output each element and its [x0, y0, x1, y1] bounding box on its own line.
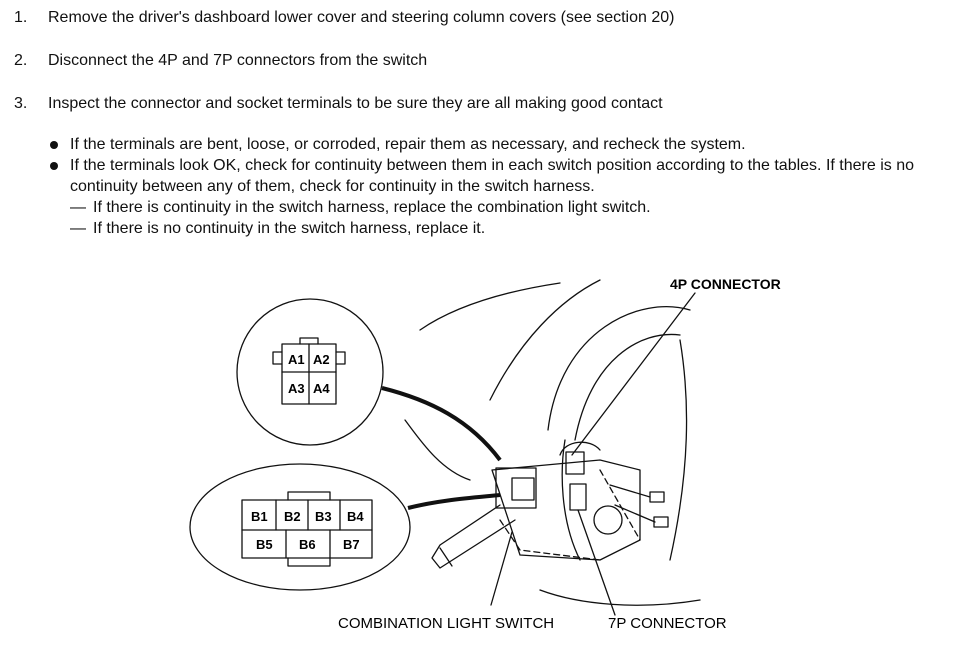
bullet-dot-icon: [50, 141, 58, 149]
dashboard-outline: [404, 419, 471, 481]
switch-lever: [439, 547, 453, 567]
label-4p-connector: 4P CONNECTOR: [670, 276, 781, 292]
step-number: 2.: [14, 52, 28, 69]
sub-bullet-text: If there is continuity in the switch har…: [93, 199, 651, 216]
leader-line-switch: [490, 531, 513, 606]
dashboard-outline: [539, 589, 701, 606]
pin-label: B2: [284, 509, 301, 524]
pin-label: B7: [343, 537, 360, 552]
pin-label: B5: [256, 537, 273, 552]
pin-label: B1: [251, 509, 268, 524]
connector-7p-body: [569, 483, 587, 511]
pin-label: A3: [288, 381, 305, 396]
step-number: 1.: [14, 9, 28, 26]
magnifier-7p: [189, 463, 411, 591]
pin-label: A2: [313, 352, 330, 367]
steering-wheel: [574, 333, 681, 441]
callout-wire-7p: [407, 493, 501, 510]
bullet-dot-icon: [50, 162, 58, 170]
switch-body: [495, 467, 537, 509]
dash-icon: —: [70, 199, 86, 216]
switch-body: [511, 477, 535, 501]
column-hub: [593, 505, 623, 535]
step-text: Remove the driver's dashboard lower cove…: [48, 9, 675, 26]
cover-dashed: [599, 469, 641, 541]
cover-dashed: [499, 519, 601, 561]
step-text: Inspect the connector and socket termina…: [48, 95, 663, 112]
label-7p-connector: 7P CONNECTOR: [608, 615, 727, 632]
dashboard-outline: [419, 282, 561, 331]
connector-7p-face: [241, 499, 373, 559]
inspection-list: If the terminals are bent, loose, or cor…: [48, 134, 973, 239]
pin-label: A1: [288, 352, 305, 367]
screw: [609, 484, 651, 498]
sub-bullet-item: — If there is no continuity in the switc…: [48, 218, 973, 239]
callout-wire-4p: [381, 386, 502, 462]
steering-wheel: [669, 339, 688, 561]
leader-line-4p: [571, 292, 696, 456]
label-combination-light-switch: COMBINATION LIGHT SWITCH: [338, 615, 554, 632]
bullet-item: If the terminals look OK, check for cont…: [48, 155, 973, 197]
pin-label: A4: [313, 381, 330, 396]
screw-head: [649, 491, 665, 503]
magnifier-4p: [236, 298, 384, 446]
steering-column: [559, 441, 601, 456]
bullet-text: If the terminals are bent, loose, or cor…: [70, 136, 746, 153]
bullet-item: If the terminals are bent, loose, or cor…: [48, 134, 973, 155]
step-text: Disconnect the 4P and 7P connectors from…: [48, 52, 428, 69]
dashboard-outline: [561, 439, 581, 561]
screw-head: [653, 516, 669, 528]
switch-lever: [431, 504, 516, 569]
bullet-text: If the terminals look OK, check for cont…: [70, 157, 914, 195]
pin-label: B3: [315, 509, 332, 524]
sub-bullet-text: If there is no continuity in the switch …: [93, 220, 486, 237]
pin-label: B4: [347, 509, 364, 524]
dash-icon: —: [70, 220, 86, 237]
dashboard-outline: [489, 279, 601, 401]
leader-line-7p: [577, 509, 616, 616]
steering-wheel: [547, 306, 691, 431]
step-number: 3.: [14, 95, 28, 112]
pin-label: B6: [299, 537, 316, 552]
sub-bullet-item: — If there is continuity in the switch h…: [48, 197, 973, 218]
